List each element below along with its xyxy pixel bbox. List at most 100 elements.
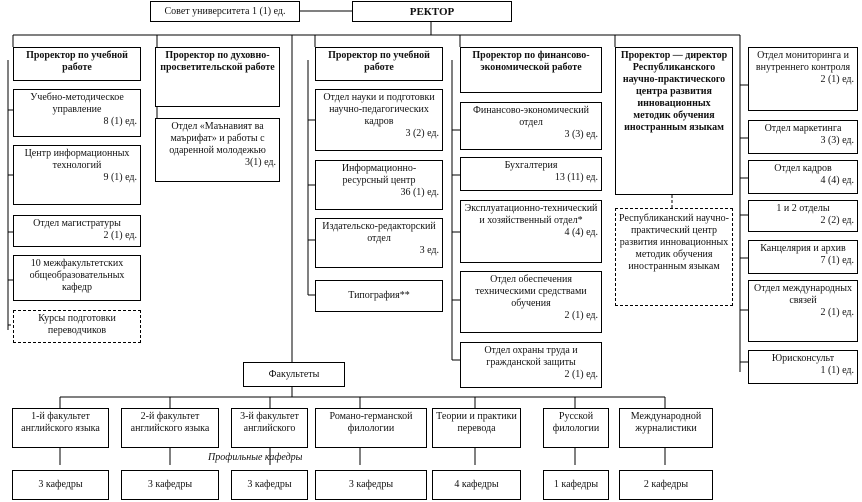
faculty-label: 1-й факультет английского языка [21, 411, 100, 434]
col2-unit-1: Отдел «Маънавият ва маърифат» и работы с… [155, 118, 280, 182]
col1-unit-2: Центр информационных технологий 9 (1) ед… [13, 145, 141, 205]
department-3: 3 кафедры [231, 470, 308, 500]
prorector-spirit-box: Проректор по духовно-просветительской ра… [155, 47, 280, 107]
department-label: 1 кафедры [553, 479, 599, 490]
unit-name: Отдел международных связей [754, 283, 852, 306]
unit-name: Канцелярия и архив [760, 243, 846, 254]
department-7: 2 кафедры [619, 470, 713, 500]
prorector-edu2-box: Проректор по учебной работе [315, 47, 443, 81]
council-label: Совет университета 1 (1) ед. [164, 6, 286, 17]
faculty-label: Романо-германской филологии [329, 411, 413, 434]
unit-count: 3 (2) ед. [405, 128, 439, 139]
unit-name: Отдел охраны труда и гражданской защиты [484, 345, 578, 368]
faculties-box: Факультеты [243, 362, 345, 387]
prorector-spirit-label: Проректор по духовно-просветительской ра… [160, 50, 275, 73]
department-label: 4 кафедры [454, 479, 499, 490]
department-4: 3 кафедры [315, 470, 427, 500]
department-6: 1 кафедры [543, 470, 609, 500]
unit-name: Бухгалтерия [504, 160, 558, 171]
faculty-label: Русской филологии [552, 411, 600, 434]
prorector-fin-box: Проректор по финансово-экономической раб… [460, 47, 602, 93]
col4-unit-5: Отдел охраны труда и гражданской защиты … [460, 342, 602, 388]
col6-unit-1: Отдел мониторинга и внутреннего контроля… [748, 47, 858, 111]
unit-name: Юрисконсульт [771, 353, 835, 364]
unit-name: 1 и 2 отделы [776, 203, 830, 214]
faculty-label: 3-й факультет английского [240, 411, 299, 434]
unit-name: Эксплуатационно-технический и хозяйствен… [464, 203, 598, 226]
unit-name: Центр информационных технологий [24, 148, 130, 171]
unit-count: 3 (3) ед. [820, 135, 854, 146]
unit-count: 3(1) ед. [244, 157, 276, 168]
col1-unit-1: Учебно-методическое управление 8 (1) ед. [13, 89, 141, 137]
department-1: 3 кафедры [12, 470, 109, 500]
rector-box: РЕКТОР [352, 1, 512, 22]
unit-count: 36 (1) ед. [400, 187, 439, 198]
unit-count: 3 (3) ед. [564, 129, 598, 140]
unit-count: 13 (11) ед. [554, 172, 598, 183]
faculty-label: Теории и практики перевода [436, 411, 517, 434]
col6-unit-7: Юрисконсульт 1 (1) ед. [748, 350, 858, 384]
unit-count: 2 (1) ед. [820, 307, 854, 318]
unit-name: Отдел магистратуры [33, 218, 121, 229]
faculty-1: 1-й факультет английского языка [12, 408, 109, 448]
unit-name: Отдел кадров [774, 163, 832, 174]
department-2: 3 кафедры [121, 470, 219, 500]
prorector-center-label: Проректор — директор Республиканского на… [620, 50, 728, 133]
prorector-edu1-box: Проректор по учебной работе [13, 47, 141, 81]
department-label: 3 кафедры [38, 479, 83, 490]
unit-count: 7 (1) ед. [820, 255, 854, 266]
col6-unit-5: Канцелярия и архив 7 (1) ед. [748, 240, 858, 274]
profile-departments-note: Профильные кафедры [208, 452, 303, 463]
unit-name: Издательско-редакторский отдел [322, 221, 436, 244]
faculty-6: Русской филологии [543, 408, 609, 448]
prorector-fin-label: Проректор по финансово-экономической раб… [472, 50, 590, 73]
col6-unit-3: Отдел кадров 4 (4) ед. [748, 160, 858, 194]
unit-count: 4 (4) ед. [564, 227, 598, 238]
col6-unit-6: Отдел международных связей 2 (1) ед. [748, 280, 858, 342]
prorector-edu1-label: Проректор по учебной работе [26, 50, 128, 73]
unit-name: Республиканский научно-практический цент… [619, 213, 729, 272]
prorector-edu2-label: Проректор по учебной работе [328, 50, 430, 73]
unit-count: 2 (1) ед. [564, 369, 598, 380]
col4-unit-2: Бухгалтерия 13 (11) ед. [460, 157, 602, 191]
faculty-7: Международной журналистики [619, 408, 713, 448]
col1-unit-4: 10 межфакультетских общеобразовательных … [13, 255, 141, 301]
unit-name: Отдел обеспечения техническими средствам… [475, 274, 587, 309]
faculty-3: 3-й факультет английского [231, 408, 308, 448]
unit-count: 4 (4) ед. [820, 175, 854, 186]
unit-name: Финансово-экономический отдел [472, 105, 589, 128]
unit-name: Учебно-методическое управление [30, 92, 124, 115]
unit-count: 2 (2) ед. [820, 215, 854, 226]
col3-unit-2: Информационно-ресурсный центр 36 (1) ед. [315, 160, 443, 210]
unit-name: Отдел мониторинга и внутреннего контроля [755, 50, 851, 73]
department-label: 3 кафедры [348, 479, 394, 490]
col4-unit-4: Отдел обеспечения техническими средствам… [460, 271, 602, 333]
department-label: 2 кафедры [643, 479, 689, 490]
col4-unit-1: Финансово-экономический отдел 3 (3) ед. [460, 102, 602, 150]
council-box: Совет университета 1 (1) ед. [150, 1, 300, 22]
faculty-4: Романо-германской филологии [315, 408, 427, 448]
unit-count: 9 (1) ед. [103, 172, 137, 183]
unit-count: 2 (1) ед. [820, 74, 854, 85]
faculty-label: Международной журналистики [630, 411, 702, 434]
unit-count: 3 ед. [419, 245, 439, 256]
col3-unit-3: Издательско-редакторский отдел 3 ед. [315, 218, 443, 268]
department-label: 3 кафедры [147, 479, 193, 490]
unit-name: 10 межфакультетских общеобразовательных … [29, 258, 125, 293]
unit-count: 1 (1) ед. [820, 365, 854, 376]
unit-name: Информационно-ресурсный центр [341, 163, 417, 186]
unit-name: Типография** [348, 290, 410, 301]
faculty-label: 2-й факультет английского языка [130, 411, 210, 434]
department-label: 3 кафедры [247, 479, 292, 490]
unit-name: Отдел науки и подготовки научно-педагоги… [323, 92, 435, 127]
faculty-2: 2-й факультет английского языка [121, 408, 219, 448]
department-5: 4 кафедры [432, 470, 521, 500]
unit-name: Курсы подготовки переводчиков [38, 313, 116, 336]
col1-dashed-unit: Курсы подготовки переводчиков [13, 310, 141, 343]
faculties-label: Факультеты [268, 369, 320, 380]
rector-label: РЕКТОР [409, 6, 455, 18]
col4-unit-3: Эксплуатационно-технический и хозяйствен… [460, 200, 602, 263]
col3-unit-1: Отдел науки и подготовки научно-педагоги… [315, 89, 443, 151]
unit-name: Отдел маркетинга [764, 123, 842, 134]
